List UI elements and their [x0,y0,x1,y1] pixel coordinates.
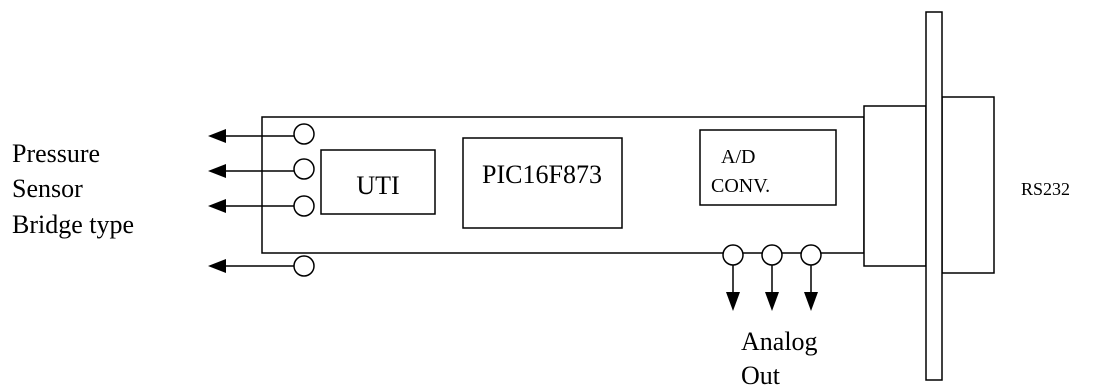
arrowhead-left-1 [208,129,226,143]
pic-label: PIC16F873 [482,160,602,189]
arrowhead-left-4 [208,259,226,273]
analog-terminal-1 [722,244,744,266]
connector-plug [941,96,995,274]
arrowhead-left-2 [208,164,226,178]
uti-label: UTI [356,171,399,200]
rs232-label: RS232 [1021,179,1070,199]
sensor-terminals [293,123,315,277]
sensor-label-line1: Pressure [12,139,100,168]
adc-label-line1: A/D [721,146,755,168]
pic-block [462,137,623,229]
arrowhead-down-2 [765,292,779,311]
sensor-label-line2: Sensor [12,174,83,203]
sensor-terminal-2 [293,158,315,180]
uti-block [320,149,436,215]
arrowhead-down-3 [804,292,818,311]
sensor-terminal-4 [293,255,315,277]
arrowhead-down-1 [726,292,740,311]
analog-label-line1: Analog [741,327,818,356]
sensor-label-line3: Bridge type [12,210,134,239]
analog-terminals [722,244,822,266]
sensor-terminal-1 [293,123,315,145]
rs232-connector [863,11,995,381]
connector-body [863,105,927,267]
analog-terminal-2 [761,244,783,266]
analog-terminal-3 [800,244,822,266]
sensor-terminal-3 [293,195,315,217]
arrowhead-left-3 [208,199,226,213]
analog-label-line2: Out [741,361,781,390]
adc-label-line2: CONV. [711,175,770,197]
connector-plate [925,11,943,381]
sensor-arrows [208,129,304,273]
adc-block [699,129,837,206]
